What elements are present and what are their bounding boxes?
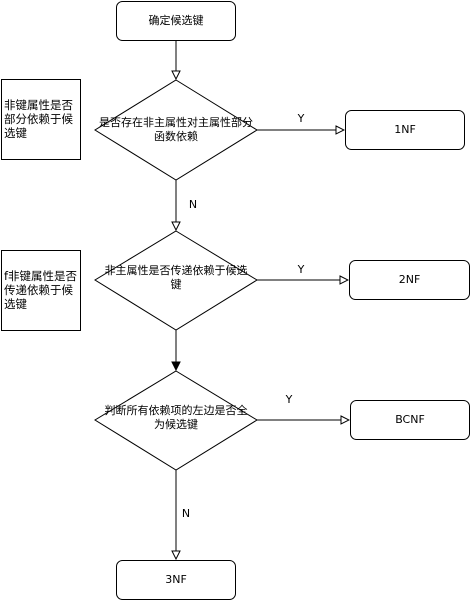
decision1-label: 是否存在非主属性对主属性部分函数依赖 <box>99 116 253 143</box>
edge-label-n1: N <box>188 198 198 211</box>
edge-label-y2: Y <box>297 263 305 276</box>
decision3-label: 判断所有依赖项的左边是否全为候选键 <box>104 404 248 431</box>
note2-box <box>1 250 81 331</box>
decision2-label: 非主属性是否传递依赖于候选键 <box>104 264 248 291</box>
bcnf-node <box>350 400 470 440</box>
nf3-node <box>116 560 236 600</box>
nf1-node <box>345 110 465 150</box>
note1-label: 非键属性是否部分依赖于候选键 <box>4 98 73 140</box>
note1-box <box>1 79 81 160</box>
edge-label-n3: N <box>181 507 191 520</box>
note2-label: f非键属性是否传递依赖于候选键 <box>4 269 78 311</box>
edge-label-y3: Y <box>285 393 293 406</box>
nf2-label: 2NF <box>398 273 421 286</box>
nf3-label: 3NF <box>165 573 187 586</box>
bcnf-label: BCNF <box>395 413 425 426</box>
nf2-node <box>349 260 470 300</box>
start-label: 确定候选键 <box>148 14 204 27</box>
start-node <box>116 1 236 41</box>
edge-label-y1: Y <box>297 112 305 125</box>
nf1-label: 1NF <box>394 123 416 136</box>
